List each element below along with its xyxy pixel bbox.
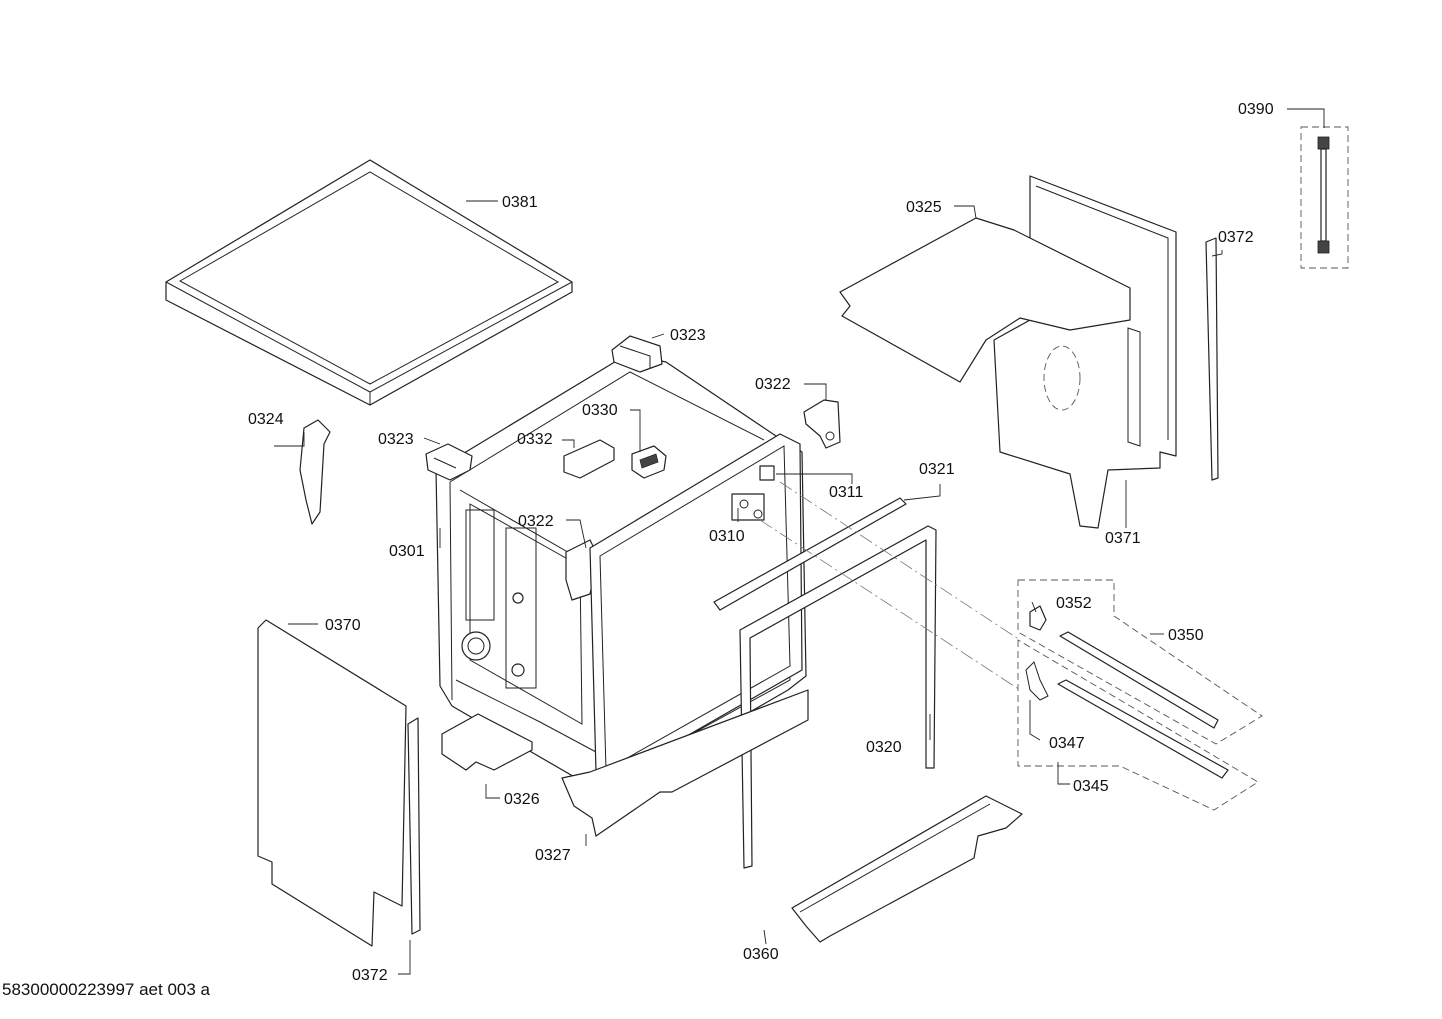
part-insulation-mat[interactable] bbox=[839, 175, 1177, 529]
label-0326[interactable]: 0326 bbox=[504, 791, 540, 808]
label-0324[interactable]: 0324 bbox=[248, 411, 284, 428]
label-0372-bottom[interactable]: 0372 bbox=[352, 967, 388, 984]
part-door-seal[interactable] bbox=[739, 525, 937, 869]
label-0322-top[interactable]: 0322 bbox=[755, 376, 791, 393]
label-0390[interactable]: 0390 bbox=[1238, 101, 1274, 118]
label-0310[interactable]: 0310 bbox=[709, 528, 745, 545]
label-0372-top[interactable]: 0372 bbox=[1218, 229, 1254, 246]
label-0332[interactable]: 0332 bbox=[517, 431, 553, 448]
label-0352[interactable]: 0352 bbox=[1056, 595, 1092, 612]
part-door-rail[interactable] bbox=[713, 497, 907, 611]
label-0320[interactable]: 0320 bbox=[866, 739, 902, 756]
document-code: 58300000223997 aet 003 a bbox=[2, 980, 210, 999]
part-rail-set-0345[interactable] bbox=[1017, 639, 1259, 811]
label-0321[interactable]: 0321 bbox=[919, 461, 955, 478]
label-0347[interactable]: 0347 bbox=[1049, 735, 1085, 752]
label-0381[interactable]: 0381 bbox=[502, 194, 538, 211]
label-0327[interactable]: 0327 bbox=[535, 847, 571, 864]
label-0370[interactable]: 0370 bbox=[325, 617, 361, 634]
part-rail-set-0350[interactable] bbox=[1017, 579, 1263, 745]
label-0311[interactable]: 0311 bbox=[829, 484, 864, 501]
part-module-0330[interactable] bbox=[631, 445, 667, 479]
part-corner-bracket-left[interactable] bbox=[425, 443, 473, 481]
label-0323-top[interactable]: 0323 bbox=[670, 327, 706, 344]
label-0371[interactable]: 0371 bbox=[1105, 530, 1141, 547]
part-front-plinth[interactable] bbox=[561, 689, 809, 837]
part-module-0332[interactable] bbox=[563, 439, 615, 479]
part-worktop-cover[interactable] bbox=[165, 159, 573, 406]
projection-lines bbox=[759, 481, 1021, 691]
label-0322-mid[interactable]: 0322 bbox=[518, 513, 554, 530]
part-hinge-bracket[interactable] bbox=[803, 399, 841, 449]
label-0325[interactable]: 0325 bbox=[906, 199, 942, 216]
part-hinge-arm[interactable] bbox=[299, 419, 331, 525]
part-side-strip-right[interactable] bbox=[1205, 237, 1219, 481]
part-corner-bracket-top[interactable] bbox=[611, 335, 663, 373]
part-base-plinth[interactable] bbox=[441, 713, 533, 771]
label-0345[interactable]: 0345 bbox=[1073, 778, 1109, 795]
label-0301[interactable]: 0301 bbox=[389, 543, 425, 560]
label-0323-left[interactable]: 0323 bbox=[378, 431, 414, 448]
part-side-panel[interactable] bbox=[257, 619, 407, 947]
part-side-strip-left[interactable] bbox=[407, 717, 421, 935]
part-hose-set[interactable] bbox=[1300, 126, 1349, 269]
label-0330[interactable]: 0330 bbox=[582, 402, 618, 419]
part-toe-plate[interactable] bbox=[791, 795, 1023, 943]
leader-lines bbox=[274, 108, 1325, 975]
label-0360[interactable]: 0360 bbox=[743, 946, 779, 963]
label-0350[interactable]: 0350 bbox=[1168, 627, 1204, 644]
part-labels: 0390 0381 0325 0372 0323 0322 0330 0332 … bbox=[248, 101, 1274, 984]
